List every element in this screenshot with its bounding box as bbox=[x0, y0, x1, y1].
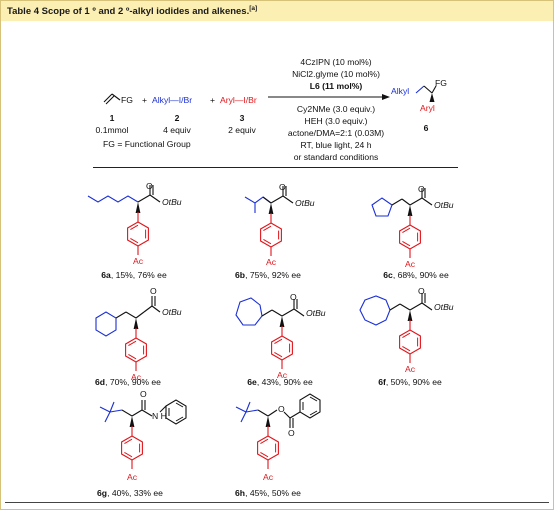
6h-ester-o: O bbox=[278, 404, 285, 414]
6e-acetyl-label: Ac bbox=[276, 370, 288, 380]
6e-carbonyl-o: O bbox=[290, 292, 297, 302]
6c-ester-label: OtBu bbox=[434, 200, 454, 210]
6c-carbonyl-o: O bbox=[418, 184, 425, 194]
6a-ester-label: OtBu bbox=[162, 197, 182, 207]
reagent-3-number: 3 bbox=[239, 113, 245, 123]
condition-base: Cy2NMe (3.0 equiv.) bbox=[296, 104, 376, 114]
6b-carbonyl-o: O bbox=[279, 182, 286, 192]
scheme-divider bbox=[93, 167, 458, 168]
table-header: Table 4 Scope of 1 º and 2 º-alkyl iodid… bbox=[1, 1, 553, 21]
reagent-3-amount: 2 equiv bbox=[228, 125, 256, 135]
6f-yield-ee: , 50%, 90% ee bbox=[385, 377, 442, 387]
6b-ester-label: OtBu bbox=[295, 198, 315, 208]
alkyl-halide-formula: Alkyl—I/Br bbox=[152, 95, 193, 105]
6b-yield-ee: , 75%, 92% ee bbox=[245, 270, 301, 280]
fg-definition: FG = Functional Group bbox=[103, 139, 191, 149]
6h-id: 6h bbox=[235, 488, 246, 498]
6a-carbonyl-o: O bbox=[146, 181, 153, 191]
6c-caption: 6c, 68%, 90% ee bbox=[383, 270, 448, 280]
6f-ester-label: OtBu bbox=[434, 302, 454, 312]
fg-label-reagent-1: FG bbox=[121, 95, 133, 105]
reagent-1-number: 1 bbox=[109, 113, 115, 123]
product-fg-label: FG bbox=[435, 78, 447, 88]
6d-yield-ee: , 70%, 90% ee bbox=[105, 377, 161, 387]
condition-alternative: or standard conditions bbox=[293, 152, 379, 162]
6c-id: 6c bbox=[383, 270, 393, 280]
6a-id: 6a bbox=[101, 270, 111, 280]
6h-yield-ee: , 45%, 50% ee bbox=[245, 488, 301, 498]
reagent-2-number: 2 bbox=[174, 113, 180, 123]
6e-ester-label: OtBu bbox=[306, 308, 326, 318]
condition-nickel-catalyst: NiCl2.glyme (10 mol%) bbox=[292, 69, 380, 79]
6h-acetyl-label: Ac bbox=[262, 472, 274, 482]
6f-carbonyl-o: O bbox=[418, 286, 425, 296]
table-bottom-rule bbox=[5, 502, 549, 503]
aryl-halide-formula: Aryl—I/Br bbox=[220, 95, 257, 105]
6g-caption: 6g, 40%, 33% ee bbox=[97, 488, 163, 498]
6d-carbonyl-o: O bbox=[150, 286, 157, 296]
6g-amide-nh: N H bbox=[152, 411, 167, 421]
6g-acetyl-label: Ac bbox=[126, 472, 138, 482]
6b-acetyl-label: Ac bbox=[265, 257, 277, 267]
6f-acetyl-label: Ac bbox=[404, 364, 416, 374]
6a-caption: 6a, 15%, 76% ee bbox=[101, 270, 166, 280]
6c-acetyl-label: Ac bbox=[404, 259, 416, 269]
footnote-mark: [a] bbox=[249, 5, 258, 12]
6e-id: 6e bbox=[247, 377, 257, 387]
6f-caption: 6f, 50%, 90% ee bbox=[378, 377, 442, 387]
product-alkyl-label: Alkyl bbox=[391, 86, 410, 96]
6d-ester-label: OtBu bbox=[162, 307, 182, 317]
condition-photocatalyst: 4CzIPN (10 mol%) bbox=[300, 57, 372, 67]
6d-id: 6d bbox=[95, 377, 106, 387]
6b-id: 6b bbox=[235, 270, 246, 280]
6g-carbonyl-o: O bbox=[140, 389, 147, 399]
product-number: 6 bbox=[423, 123, 429, 133]
condition-time: RT, blue light, 24 h bbox=[300, 140, 372, 150]
6h-caption: 6h, 45%, 50% ee bbox=[235, 488, 301, 498]
6d-caption: 6d, 70%, 90% ee bbox=[95, 377, 161, 387]
6g-id: 6g bbox=[97, 488, 108, 498]
6a-acetyl-label: Ac bbox=[132, 256, 144, 266]
6h-carbonyl-o: O bbox=[288, 428, 295, 438]
plus-sign-2: + bbox=[210, 95, 216, 105]
6b-caption: 6b, 75%, 92% ee bbox=[235, 270, 301, 280]
6e-yield-ee: , 43%, 90% ee bbox=[256, 377, 313, 387]
6f-id: 6f bbox=[378, 377, 386, 387]
reagent-2-amount: 4 equiv bbox=[163, 125, 191, 135]
condition-solvent: actone/DMA=2:1 (0.03M) bbox=[287, 128, 385, 138]
table-title: Table 4 Scope of 1 º and 2 º-alkyl iodid… bbox=[7, 5, 257, 17]
reagent-1-amount: 0.1mmol bbox=[95, 125, 129, 135]
6e-caption: 6e, 43%, 90% ee bbox=[247, 377, 312, 387]
6d-acetyl-label: Ac bbox=[130, 372, 142, 382]
plus-sign-1: + bbox=[142, 95, 148, 105]
condition-reductant: HEH (3.0 equiv.) bbox=[304, 116, 368, 126]
6g-yield-ee: , 40%, 33% ee bbox=[107, 488, 163, 498]
6c-yield-ee: , 68%, 90% ee bbox=[392, 270, 449, 280]
product-aryl-label: Aryl bbox=[420, 103, 435, 113]
table-title-text: Table 4 Scope of 1 º and 2 º-alkyl iodid… bbox=[7, 6, 250, 18]
6a-yield-ee: , 15%, 76% ee bbox=[110, 270, 167, 280]
condition-ligand: L6 (11 mol%) bbox=[309, 81, 363, 91]
